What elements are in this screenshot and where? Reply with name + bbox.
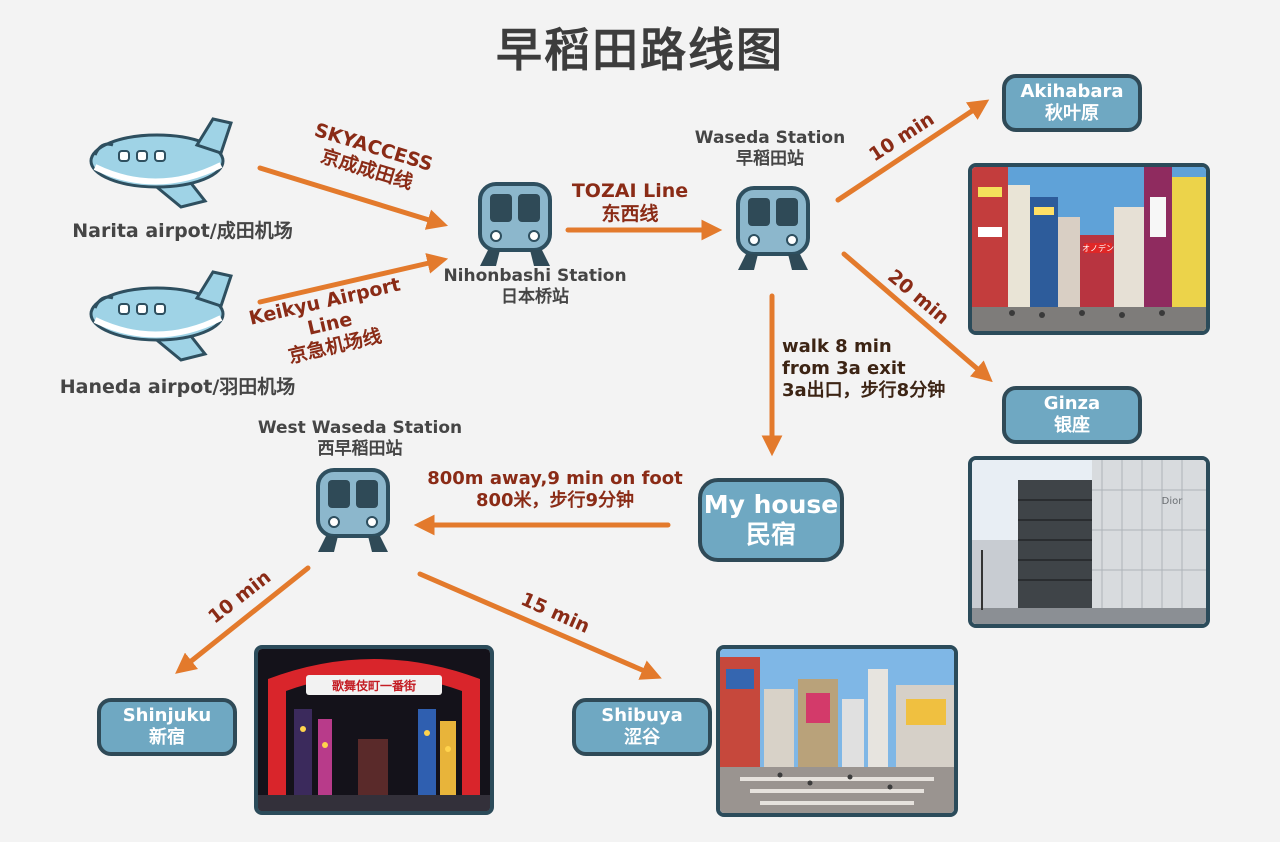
haneda-plane-icon [89, 270, 233, 362]
tozai-label: TOZAI Line 东西线 [571, 180, 689, 225]
akihabara-sign: オノデン [1082, 243, 1114, 253]
akihabara-photo: オノデン [968, 163, 1210, 335]
narita-label: Narita airpot/成田机场 [72, 220, 293, 242]
haneda-label: Haneda airpot/羽田机场 [59, 376, 296, 398]
waseda-train-icon [736, 186, 810, 270]
west-waseda-train-icon [316, 468, 390, 552]
arrow-waseda-to-akihabara [835, 99, 990, 203]
arrow-west-waseda-to-shinjuku [175, 565, 311, 674]
nihonbashi-train-icon [478, 182, 552, 266]
shibuya-photo [716, 645, 958, 817]
house-to-west-waseda-note: 800m away,9 min on foot 800米，步行9分钟 [427, 468, 683, 511]
walk-from-waseda-note: walk 8 min from 3a exit 3a出口，步行8分钟 [782, 336, 946, 401]
ginza-sign: Dior [1162, 496, 1184, 507]
shinjuku-sign: 歌舞伎町一番街 [332, 678, 416, 693]
nihonbashi-station-label: Nihonbashi Station 日本桥站 [443, 266, 627, 307]
waseda-station-label: Waseda Station 早稻田站 [694, 128, 846, 169]
arrow-haneda-to-nihonbashi [257, 253, 449, 305]
arrow-narita-to-nihonbashi [257, 165, 449, 230]
narita-plane-icon [89, 117, 233, 209]
shinjuku-photo: 歌舞伎町一番街 [254, 645, 494, 815]
arrow-west-waseda-to-shibuya [417, 571, 662, 680]
west-waseda-station-label: West Waseda Station 西早稻田站 [257, 418, 463, 459]
map-title: 早稻田路线图 [496, 23, 784, 77]
arrow-waseda-to-ginza [841, 251, 993, 383]
ginza-photo: Dior [968, 456, 1210, 628]
